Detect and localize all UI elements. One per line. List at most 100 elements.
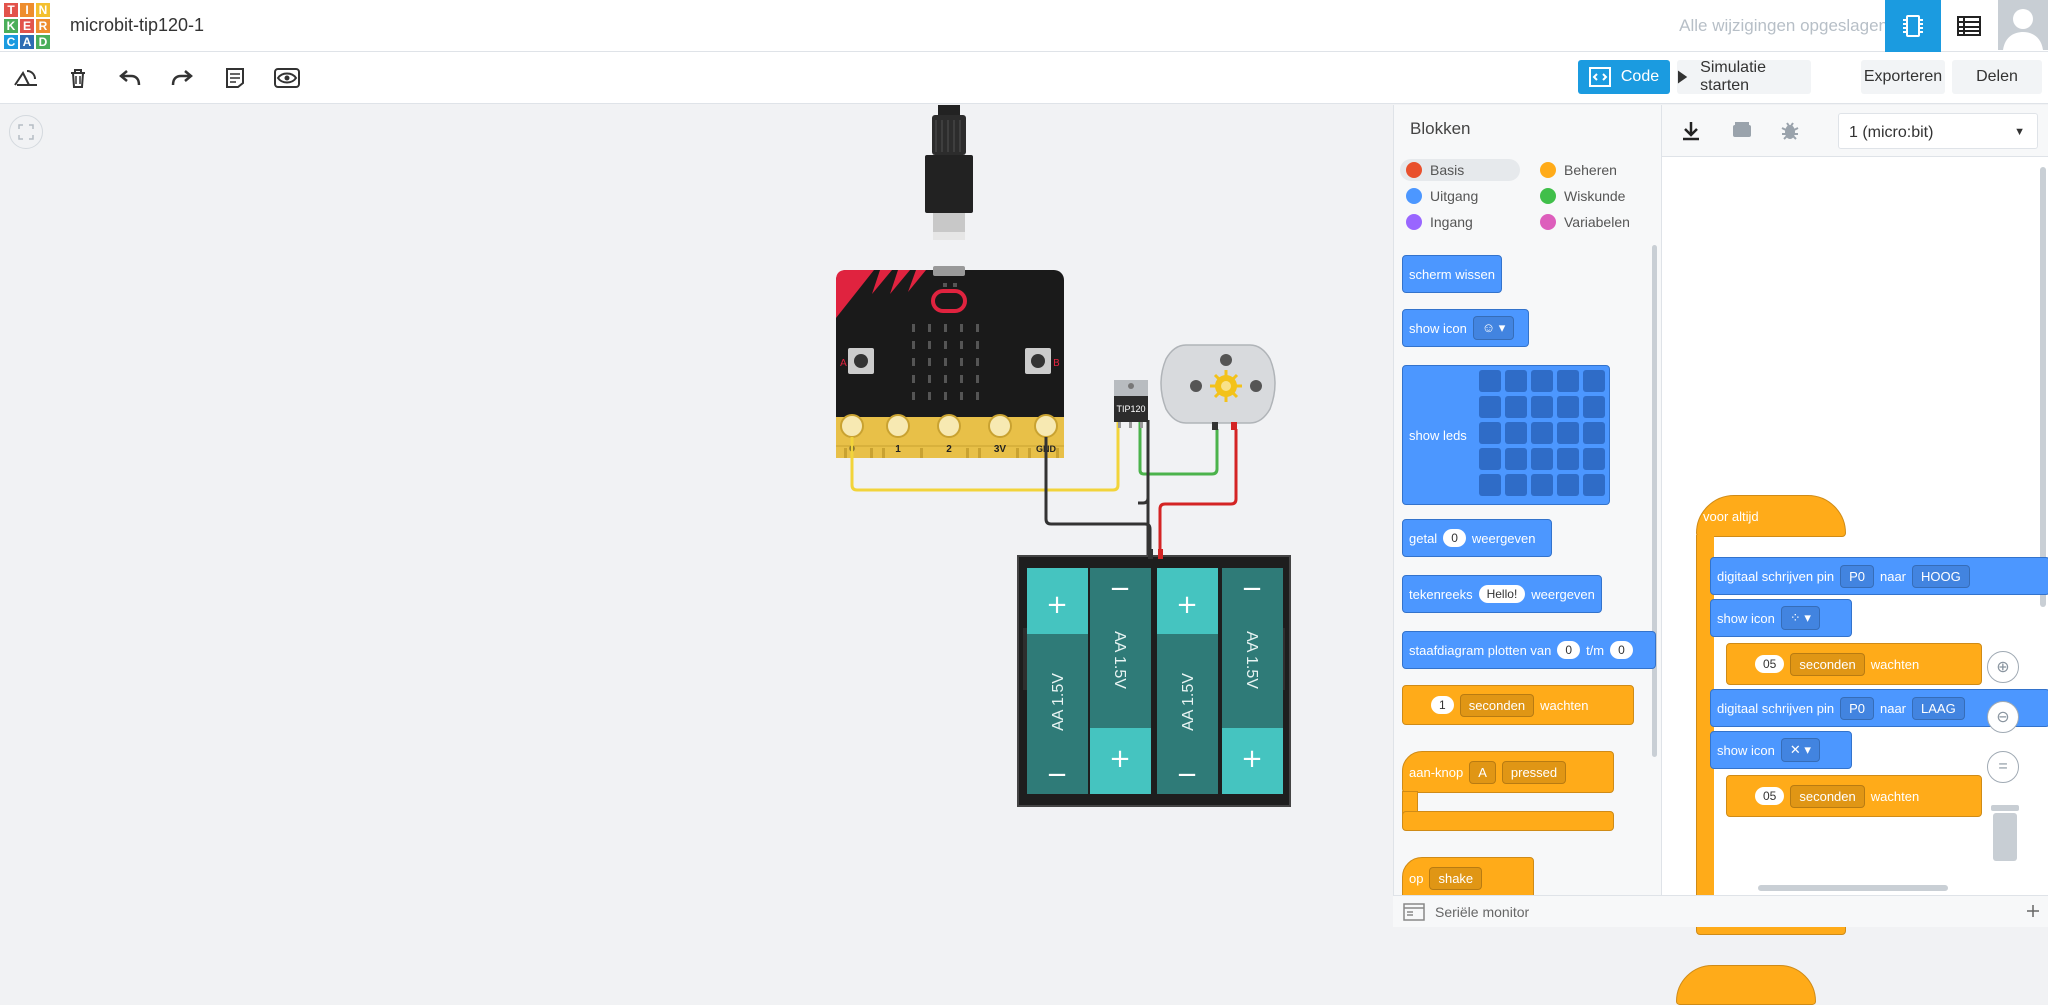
led-cell[interactable] bbox=[1479, 396, 1501, 418]
led-cell[interactable] bbox=[1531, 422, 1553, 444]
led-cell[interactable] bbox=[1505, 396, 1527, 418]
led-cell[interactable] bbox=[1583, 396, 1605, 418]
icon-dropdown[interactable]: ⁘ ▾ bbox=[1780, 606, 1820, 630]
code-label: Code bbox=[1620, 68, 1660, 85]
led-cell[interactable] bbox=[1479, 370, 1501, 392]
show-leds-block[interactable]: show leds bbox=[1402, 365, 1610, 505]
led-cell[interactable] bbox=[1505, 474, 1527, 496]
dc-motor[interactable] bbox=[1160, 344, 1276, 430]
category-wiskunde[interactable]: Wiskunde bbox=[1534, 185, 1625, 207]
led-cell[interactable] bbox=[1557, 396, 1579, 418]
led-cell[interactable] bbox=[1531, 396, 1553, 418]
led-cell[interactable] bbox=[1583, 370, 1605, 392]
blocks-title: Blokken bbox=[1410, 119, 1471, 138]
led-cell[interactable] bbox=[1583, 474, 1605, 496]
battery-label: AA 1.5V bbox=[1243, 631, 1260, 689]
start-simulation-button[interactable]: Simulatie starten bbox=[1677, 59, 1811, 94]
circuit-icon bbox=[1903, 15, 1923, 37]
icon-dropdown[interactable]: ✕ ▾ bbox=[1780, 738, 1820, 762]
circuit-canvas[interactable]: A B 0 1 2 3V GND bbox=[0, 105, 1392, 927]
project-title[interactable]: microbit-tip120-1 bbox=[70, 15, 205, 35]
led-cell[interactable] bbox=[1505, 370, 1527, 392]
clear-screen-block[interactable]: scherm wissen bbox=[1402, 255, 1502, 293]
palette-scrollbar[interactable] bbox=[1652, 245, 1657, 757]
category-uitgang[interactable]: Uitgang bbox=[1400, 185, 1478, 207]
forever-block[interactable]: voor altijd bbox=[1696, 495, 1846, 537]
list-icon bbox=[1957, 16, 1981, 36]
icon-dropdown[interactable]: ☺ ▾ bbox=[1472, 316, 1515, 340]
led-cell[interactable] bbox=[1557, 448, 1579, 470]
led-cell[interactable] bbox=[1531, 474, 1553, 496]
led-cell[interactable] bbox=[1557, 474, 1579, 496]
library-button[interactable] bbox=[1732, 121, 1752, 144]
category-beheren[interactable]: Beheren bbox=[1534, 159, 1617, 181]
device-select[interactable]: 1 (micro:bit)▼ bbox=[1838, 113, 2038, 149]
zoom-reset-button[interactable]: = bbox=[1987, 751, 2019, 783]
led-cell[interactable] bbox=[1583, 422, 1605, 444]
export-button[interactable]: Exporteren bbox=[1861, 60, 1945, 94]
category-basis[interactable]: Basis bbox=[1400, 159, 1520, 181]
zoom-out-icon: ⊖ bbox=[1996, 709, 2010, 726]
show-icon-block[interactable]: show icon☺ ▾ bbox=[1402, 309, 1529, 347]
workspace-vscrollbar[interactable] bbox=[2040, 167, 2046, 607]
led-cell[interactable] bbox=[1531, 370, 1553, 392]
code-button[interactable]: Code bbox=[1578, 60, 1670, 94]
debugger-button[interactable] bbox=[1780, 120, 1800, 145]
eye-icon bbox=[274, 68, 300, 88]
event-block-partial[interactable] bbox=[1676, 965, 1816, 1005]
tip120-transistor[interactable]: TIP120 bbox=[1114, 380, 1148, 428]
battery-pack[interactable]: + − AA 1.5V − + AA 1.5V + − AA 1.5V bbox=[1017, 549, 1291, 807]
code-workspace[interactable]: 1 (micro:bit)▼ voor altijd digitaal schr… bbox=[1661, 105, 2048, 1005]
workspace-hscrollbar[interactable] bbox=[1758, 885, 1948, 891]
component-list-button[interactable] bbox=[1941, 0, 1997, 52]
rotate-button[interactable] bbox=[10, 62, 42, 94]
led-cell[interactable] bbox=[1505, 448, 1527, 470]
library-icon bbox=[1733, 122, 1751, 137]
delete-button[interactable] bbox=[62, 62, 94, 94]
user-avatar[interactable] bbox=[1998, 0, 2048, 50]
svg-text:+: + bbox=[1046, 590, 1068, 620]
download-button[interactable] bbox=[1682, 121, 1700, 146]
category-variabelen[interactable]: Variabelen bbox=[1534, 211, 1630, 233]
notes-button[interactable] bbox=[219, 62, 251, 94]
serial-monitor-bar[interactable]: Seriële monitor bbox=[1393, 895, 2048, 927]
zoom-out-button[interactable]: ⊖ bbox=[1987, 701, 2019, 733]
zoom-in-button[interactable]: ⊕ bbox=[1987, 651, 2019, 683]
fit-view-button[interactable] bbox=[9, 115, 43, 149]
trash-can[interactable] bbox=[1987, 803, 2023, 868]
battery-label: AA 1.5V bbox=[1180, 673, 1197, 731]
show-icon-block[interactable]: show icon⁘ ▾ bbox=[1710, 599, 1852, 637]
circuit-drawing: A B 0 1 2 3V GND bbox=[836, 105, 1291, 807]
wires bbox=[850, 420, 1238, 559]
category-ingang[interactable]: Ingang bbox=[1400, 211, 1473, 233]
led-cell[interactable] bbox=[1479, 448, 1501, 470]
microbit-board[interactable]: A B 0 1 2 3V GND bbox=[836, 266, 1064, 458]
undo-button[interactable] bbox=[114, 62, 146, 94]
led-cell[interactable] bbox=[1557, 370, 1579, 392]
visibility-button[interactable] bbox=[271, 62, 303, 94]
led-cell[interactable] bbox=[1479, 474, 1501, 496]
led-grid[interactable] bbox=[1479, 370, 1605, 496]
led-cell[interactable] bbox=[1583, 448, 1605, 470]
led-cell[interactable] bbox=[1531, 448, 1553, 470]
led-cell[interactable] bbox=[1479, 422, 1501, 444]
play-icon bbox=[1677, 70, 1688, 84]
led-cell[interactable] bbox=[1505, 422, 1527, 444]
show-icon-block[interactable]: show icon✕ ▾ bbox=[1710, 731, 1852, 769]
battery-label: AA 1.5V bbox=[1050, 673, 1067, 731]
redo-button[interactable] bbox=[166, 62, 198, 94]
led-cell[interactable] bbox=[1557, 422, 1579, 444]
circuit-view-button[interactable] bbox=[1885, 0, 1941, 52]
share-button[interactable]: Delen bbox=[1952, 60, 2042, 94]
